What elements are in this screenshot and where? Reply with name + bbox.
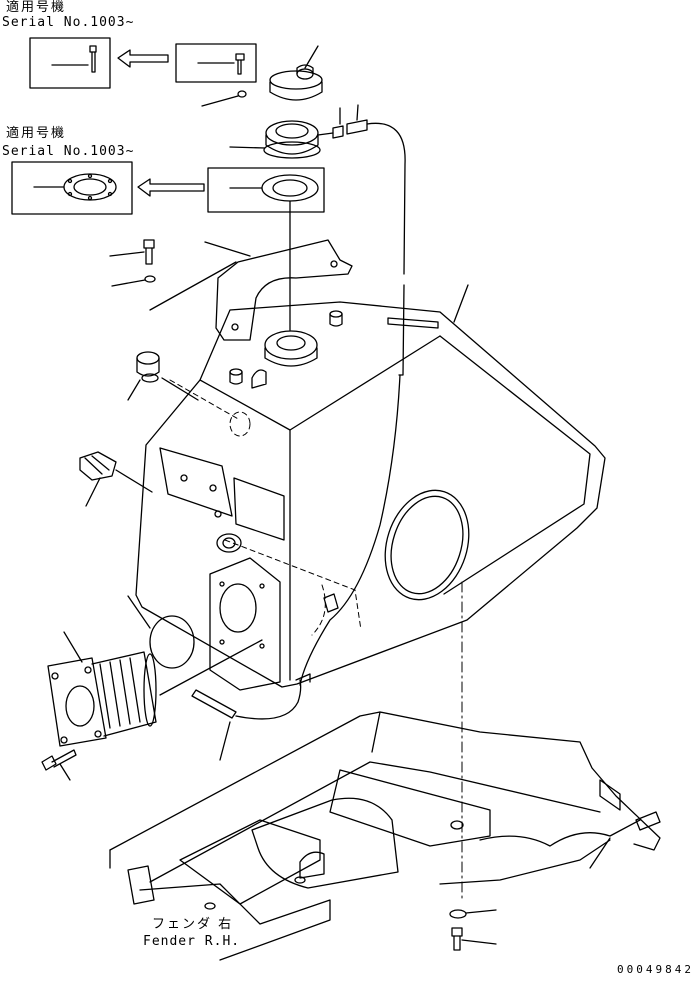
strainer-gasket <box>127 595 195 669</box>
applicable-label-mid: 適用号機 <box>6 126 67 141</box>
frame-structure <box>109 711 661 961</box>
figure-id: 00049842 <box>617 963 694 976</box>
tank-boss-left <box>229 368 267 389</box>
level-gauge <box>323 593 339 613</box>
elbow-fitting <box>79 451 153 507</box>
serial-label-top: Serial No.1003~ <box>2 15 135 30</box>
bracket-bolt <box>109 239 155 265</box>
fender-label-jp: フェンダ 右 <box>152 917 234 932</box>
bolt-inset-new <box>29 37 111 89</box>
breather-fitting <box>332 104 368 139</box>
frame-washer <box>449 909 497 919</box>
tank-filler-port <box>264 330 318 367</box>
drain-hose <box>191 679 302 761</box>
snap-ring <box>201 90 247 107</box>
serial-label-mid: Serial No.1003~ <box>2 144 135 159</box>
replacement-arrow-mid <box>137 178 205 197</box>
mounting-bracket <box>149 239 353 341</box>
inspection-window <box>159 447 285 541</box>
applicable-label-top: 適用号機 <box>6 0 67 15</box>
filler-cap <box>269 45 323 101</box>
plug-fitting <box>127 351 199 401</box>
tank-drain-boss <box>216 533 242 553</box>
tank-hidden-lines <box>169 379 362 636</box>
hydraulic-tank <box>135 284 606 688</box>
filler-neck <box>229 120 334 159</box>
gasket-inset-old <box>207 167 325 331</box>
suction-flange-mount <box>159 557 281 696</box>
bolt-inset-old <box>175 43 257 83</box>
fender-label-en: Fender R.H. <box>143 934 241 949</box>
breather-hose <box>299 122 406 686</box>
gasket-inset-new <box>11 161 133 215</box>
tank-side-opening <box>384 489 470 601</box>
tank-boss-right <box>329 310 343 327</box>
bracket-washer <box>111 275 156 287</box>
frame-bolt <box>451 927 497 951</box>
strainer-bolt <box>41 749 77 781</box>
suction-strainer <box>47 631 157 747</box>
replacement-arrow-top <box>117 49 169 68</box>
